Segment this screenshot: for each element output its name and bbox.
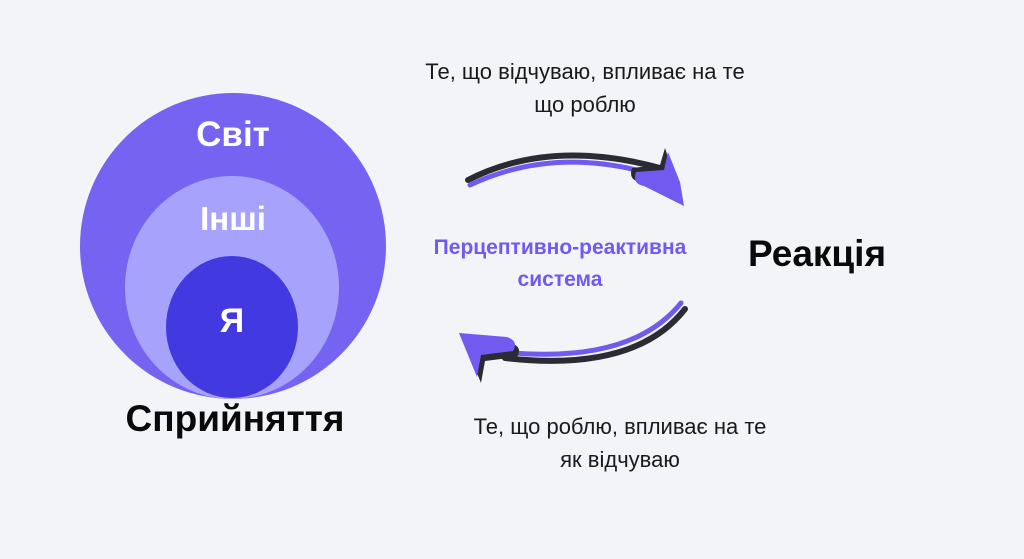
perception-label: Сприйняття (125, 398, 345, 439)
top-arrow-icon (465, 148, 684, 206)
top-caption-line1: Те, що відчуваю, впливає на те (425, 59, 745, 84)
system-label: Перцептивно-реактивна система (400, 232, 720, 296)
top-caption-line2: що роблю (534, 92, 636, 117)
bottom-caption: Те, що роблю, впливає на те як відчуваю (420, 410, 820, 476)
world-label: Світ (196, 115, 270, 154)
bottom-caption-line2: як відчуваю (560, 447, 680, 472)
system-label-line2: система (517, 268, 603, 291)
bottom-arrow-icon (459, 300, 688, 383)
bottom-caption-line1: Те, що роблю, впливає на те (473, 414, 767, 439)
system-label-line1: Перцептивно-реактивна (433, 236, 687, 259)
reaction-label: Реакція (748, 233, 887, 274)
others-label: Інші (200, 200, 266, 237)
top-caption: Те, що відчуваю, впливає на те що роблю (375, 55, 795, 121)
self-circle (166, 256, 298, 398)
self-label: Я (219, 302, 245, 340)
